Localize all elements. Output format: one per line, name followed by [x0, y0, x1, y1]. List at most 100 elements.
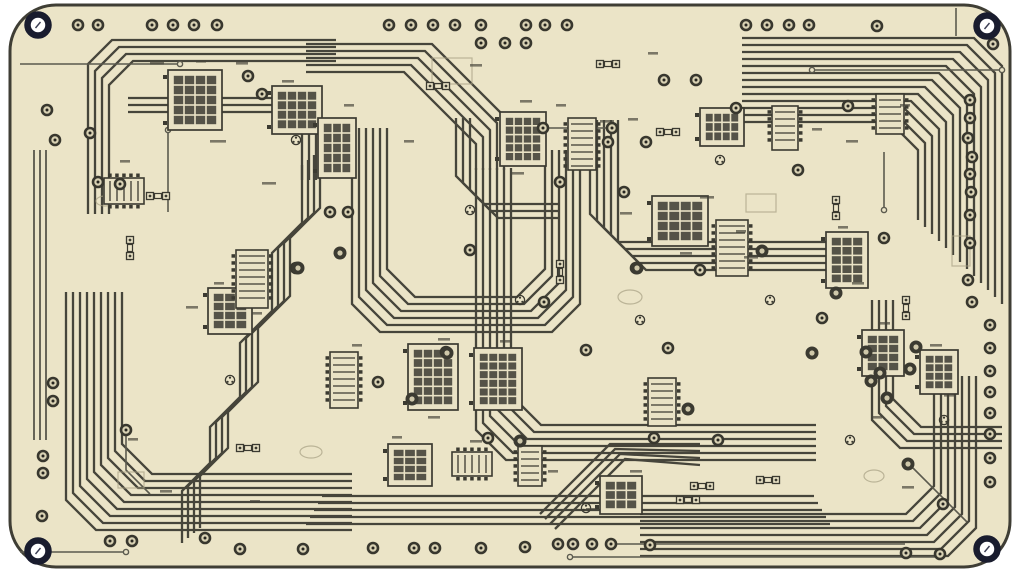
via-hole [51, 381, 55, 385]
ic-grid-footprint [695, 107, 745, 147]
via-hole [88, 131, 92, 135]
ic-pin [523, 153, 532, 161]
ic-pin [627, 500, 637, 509]
ic-pin [277, 91, 287, 100]
dip-pin [231, 275, 235, 279]
ic-pin [307, 91, 317, 100]
ic-pin [605, 491, 615, 499]
via-hole [124, 428, 128, 432]
via-hole [744, 23, 748, 27]
via-hole [453, 23, 457, 27]
ic-side-pad [403, 349, 407, 353]
ic-pin [277, 120, 287, 129]
transistor-pin [638, 316, 642, 319]
solder-pad-hole [913, 344, 919, 350]
via-hole [807, 23, 811, 27]
ic-pin [705, 123, 713, 131]
transistor-pin [292, 140, 295, 143]
ic-pin [342, 143, 351, 153]
via-hole [820, 316, 824, 320]
ic-pin [342, 133, 351, 143]
ic-pin [944, 372, 953, 380]
silkscreen-mark [262, 182, 276, 185]
ic-pin [722, 123, 730, 131]
ic-pin [616, 500, 626, 509]
ic-pin [935, 355, 943, 363]
ic-pin [195, 95, 206, 105]
ic-pin [669, 201, 680, 211]
via-hole [376, 380, 380, 384]
resistor-pad-hole [558, 262, 562, 266]
silkscreen-mark [852, 282, 864, 285]
ic-pin [508, 353, 517, 361]
resistor-footprint [595, 59, 621, 69]
resistor-pad-hole [694, 498, 698, 502]
dip-pin [905, 126, 909, 130]
silkscreen-mark [744, 256, 758, 259]
resistor-body [153, 192, 163, 200]
silkscreen-mark [944, 394, 954, 397]
ic-pin [731, 113, 739, 122]
ic-pin [514, 144, 523, 152]
ic-pin [206, 75, 217, 85]
solder-pads [291, 244, 923, 471]
ic-pin [627, 491, 637, 499]
transistor-outline [514, 294, 526, 306]
ic-pin [889, 344, 899, 353]
dip-pin [871, 126, 875, 130]
ic-pin [297, 91, 307, 100]
copper-trace [92, 292, 352, 504]
dip-pin [905, 112, 909, 116]
solder-pad-hole [444, 350, 450, 356]
ic-grid-footprint [267, 85, 323, 135]
dip-pin [711, 231, 715, 235]
copper-trace [742, 43, 997, 297]
ic-pin [236, 320, 247, 329]
dip-pin [477, 477, 481, 481]
resistor-body [243, 444, 253, 452]
ic-pin [213, 311, 224, 320]
silkscreen-mark [438, 338, 450, 341]
silkscreen-mark [736, 230, 746, 233]
dip-pin [749, 245, 753, 249]
copper-trace [640, 376, 943, 523]
copper-trace [640, 376, 964, 544]
solder-pad-hole [685, 406, 691, 412]
via-hole [662, 78, 666, 82]
transistor-outline [464, 204, 476, 216]
transistor-pin [471, 210, 474, 213]
mounting-holes [24, 11, 1001, 565]
dip-pin [767, 117, 771, 121]
dip-footprint [767, 105, 803, 151]
via-hole [556, 542, 560, 546]
ic-side-pad [595, 481, 599, 485]
ic-pin [479, 353, 488, 361]
dip-pin [677, 417, 681, 421]
copper-trace [85, 292, 352, 511]
copper-trace [554, 457, 701, 530]
copper-trace [742, 85, 955, 255]
transistor-pin [940, 420, 943, 423]
resistor-pad-hole [904, 298, 908, 302]
transistor-pin [846, 440, 849, 443]
copper-trace [509, 168, 816, 427]
transistor-outline [764, 294, 776, 306]
resistor-footprint [675, 495, 701, 505]
ic-pin [831, 247, 841, 255]
resistor-footprint [145, 191, 171, 201]
ic-pin [333, 143, 341, 153]
dip-pin [231, 282, 235, 286]
ic-pin [433, 377, 443, 386]
transistor-footprint [290, 134, 302, 146]
ic-pin [831, 256, 841, 264]
via-hole [468, 248, 472, 252]
dip-pin [129, 173, 133, 177]
copper-trace [78, 292, 352, 518]
ic-pin [206, 105, 217, 115]
resistor-pad-hole [444, 84, 448, 88]
ic-pin [831, 265, 841, 273]
resistor-pad-hole [834, 198, 838, 202]
ic-pin [423, 377, 433, 386]
transistor-pin [766, 300, 769, 303]
dip-footprint [711, 219, 753, 277]
